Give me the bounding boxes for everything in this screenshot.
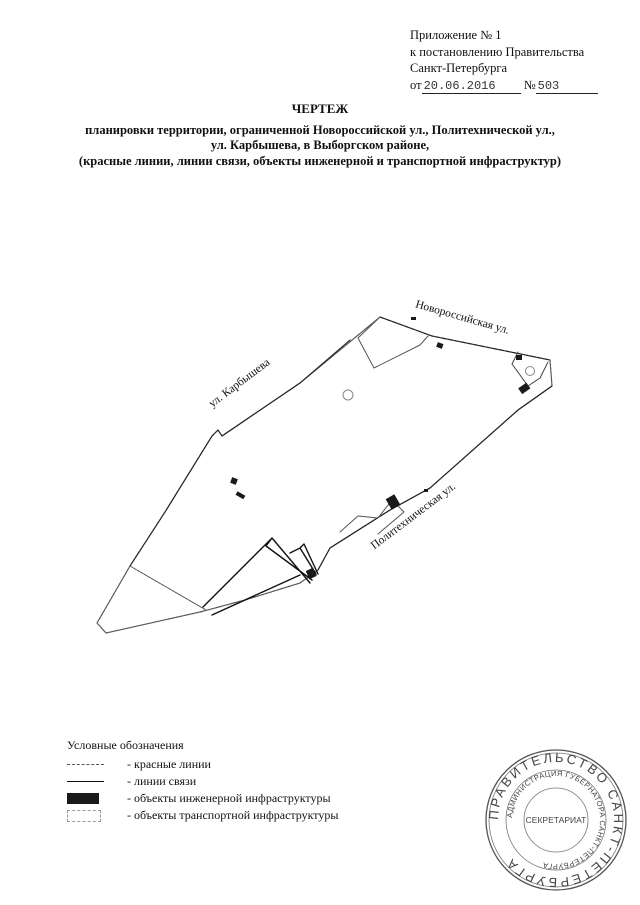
engineering-object: [411, 317, 416, 320]
transport-object-symbol-icon: [67, 810, 101, 822]
stamp-center-text: СЕКРЕТАРИАТ: [526, 815, 587, 825]
legend-label: - красные линии: [127, 757, 211, 771]
communication-wedge: [202, 537, 319, 616]
engineering-object-symbol-icon: [67, 793, 99, 804]
legend-label: - объекты транспортной инфраструктуры: [127, 808, 339, 822]
transport-object-north: [357, 316, 429, 369]
engineering-objects: [230, 317, 531, 580]
novorossiyskaya-line: [379, 316, 551, 361]
engineering-object: [516, 355, 522, 360]
politekhnicheskaya-line: [317, 385, 553, 571]
resolution-date: 20.06.2016: [421, 79, 521, 94]
map-legend: Условные обозначения - красные линии - л…: [67, 737, 338, 824]
engineering-object: [436, 342, 444, 349]
legend-label: - объекты инженерной инфраструктуры: [127, 791, 331, 805]
title-line-1: планировки территории, ограниченной Ново…: [85, 122, 555, 137]
transport-object-south: [339, 499, 405, 535]
legend-title: Условные обозначения: [67, 738, 184, 752]
engineering-object: [518, 382, 531, 395]
title-line-2: ул. Карбышева, в Выборгском районе,: [210, 138, 430, 152]
engineering-object: [230, 477, 238, 485]
communication-line-symbol-icon: [67, 781, 104, 782]
legend-item-red-lines: - красные линии: [67, 756, 211, 773]
document-title: ЧЕРТЕЖ планировки территории, ограниченн…: [0, 101, 640, 169]
engineering-object: [385, 494, 401, 510]
appendix-header: Приложение № 1 к постановлению Правитель…: [410, 27, 598, 94]
red-line-symbol-icon: [67, 764, 104, 765]
engineering-object: [424, 489, 428, 492]
legend-label: - линии связи: [127, 774, 197, 788]
number-label: №: [523, 77, 536, 92]
circle-marker-east: [525, 366, 535, 376]
title-line-3: (красные линии, линии связи, объекты инж…: [78, 153, 562, 168]
engineering-object: [235, 491, 246, 500]
legend-item-communication-lines: - линии связи: [67, 773, 196, 790]
engineering-object: [305, 567, 317, 580]
southwest-division: [129, 565, 207, 611]
title-heading: ЧЕРТЕЖ: [291, 101, 349, 116]
karbysheva-line: [129, 339, 351, 567]
appendix-resolution-line: к постановлению Правительства: [410, 44, 585, 59]
appendix-city-line: Санкт-Петербурга: [410, 61, 508, 75]
appendix-number: Приложение № 1: [410, 28, 502, 42]
legend-item-transport: - объекты транспортной инфраструктуры: [67, 807, 338, 824]
circle-marker-center: [342, 389, 354, 401]
from-label: от: [410, 77, 422, 92]
red-line-boundary: [96, 316, 553, 634]
legend-item-engineering: - объекты инженерной инфраструктуры: [67, 790, 331, 807]
official-stamp: ПРАВИТЕЛЬСТВО САНКТ-ПЕТЕРБУРГА АДМИНИСТР…: [485, 749, 627, 891]
resolution-number: 503: [535, 79, 598, 94]
